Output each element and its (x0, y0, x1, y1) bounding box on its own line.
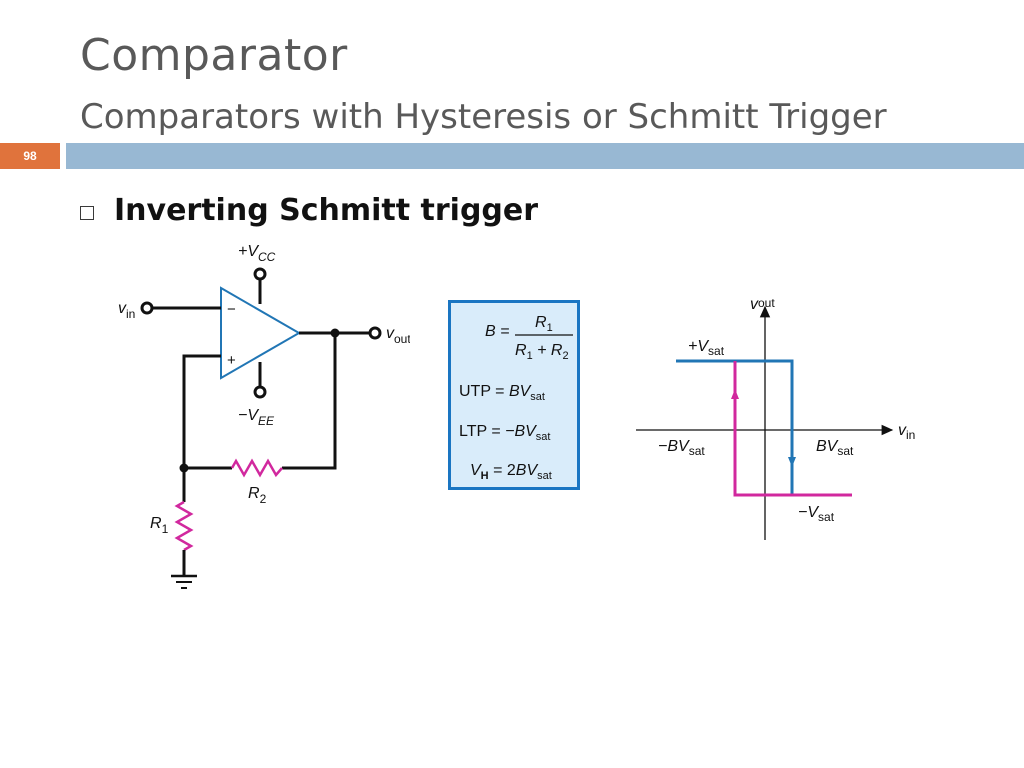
b-denominator: R1 + R2 (515, 342, 569, 362)
pos-sat-label: +Vsat (688, 338, 725, 358)
header-rule-bar (66, 143, 1024, 169)
slide-subtitle: Comparators with Hysteresis or Schmitt T… (80, 97, 887, 137)
b-lhs: B = (485, 323, 509, 340)
feedback-wire (282, 333, 337, 470)
hysteresis-graph: vout vin +Vsat −Vsat −BVsat BVsat (636, 296, 915, 540)
r2-label: R2 (248, 485, 267, 506)
vin-terminal (140, 301, 154, 315)
y-axis-label: vout (750, 296, 775, 313)
utp-formula: UTP = BVsat (459, 383, 545, 403)
formula-box: B = R1 R1 + R2 UTP = BVsat LTP = −BVsat … (448, 300, 580, 490)
up-arrow-icon (731, 389, 739, 399)
hollow-square-bullet-icon (80, 205, 94, 220)
r1-label: R1 (150, 515, 169, 536)
noninverting-input-wire (182, 354, 221, 468)
vin-label: vin (118, 300, 135, 321)
x-axis-label: vin (898, 422, 915, 442)
slide-title: Comparator (80, 30, 348, 81)
vh-formula: VH = 2BVsat (470, 462, 552, 482)
ltp-formula: LTP = −BVsat (459, 423, 550, 443)
bullet-text: Inverting Schmitt trigger (114, 193, 539, 228)
opamp-triangle (220, 286, 302, 380)
down-arrow-icon (788, 457, 796, 467)
r1-resistor (174, 500, 194, 552)
formula-content: B = R1 R1 + R2 UTP = BVsat LTP = −BVsat … (459, 314, 573, 482)
r2-resistor (230, 458, 283, 478)
vcc-label: +VCC (238, 243, 276, 264)
neg-sat-label: −Vsat (798, 504, 835, 524)
vout-terminal (368, 326, 382, 340)
neg-bv-label: −BVsat (658, 438, 705, 458)
bullet-item: Inverting Schmitt trigger (80, 193, 538, 228)
upper-transfer-curve (676, 359, 794, 495)
opamp-plus-sign: + (227, 352, 236, 369)
b-numerator: R1 (535, 314, 553, 334)
schmitt-trigger-schematic: +VCC −VEE − + vin vout R2 R1 (118, 243, 410, 589)
opamp-minus-sign: − (227, 301, 236, 318)
vee-label: −VEE (238, 407, 275, 428)
vout-label: vout (386, 325, 410, 346)
vcc-terminal (253, 267, 267, 281)
lower-transfer-curve (733, 361, 852, 497)
pos-bv-label: BVsat (816, 438, 854, 458)
page-number-badge: 98 (0, 143, 60, 169)
vee-terminal (253, 385, 267, 399)
